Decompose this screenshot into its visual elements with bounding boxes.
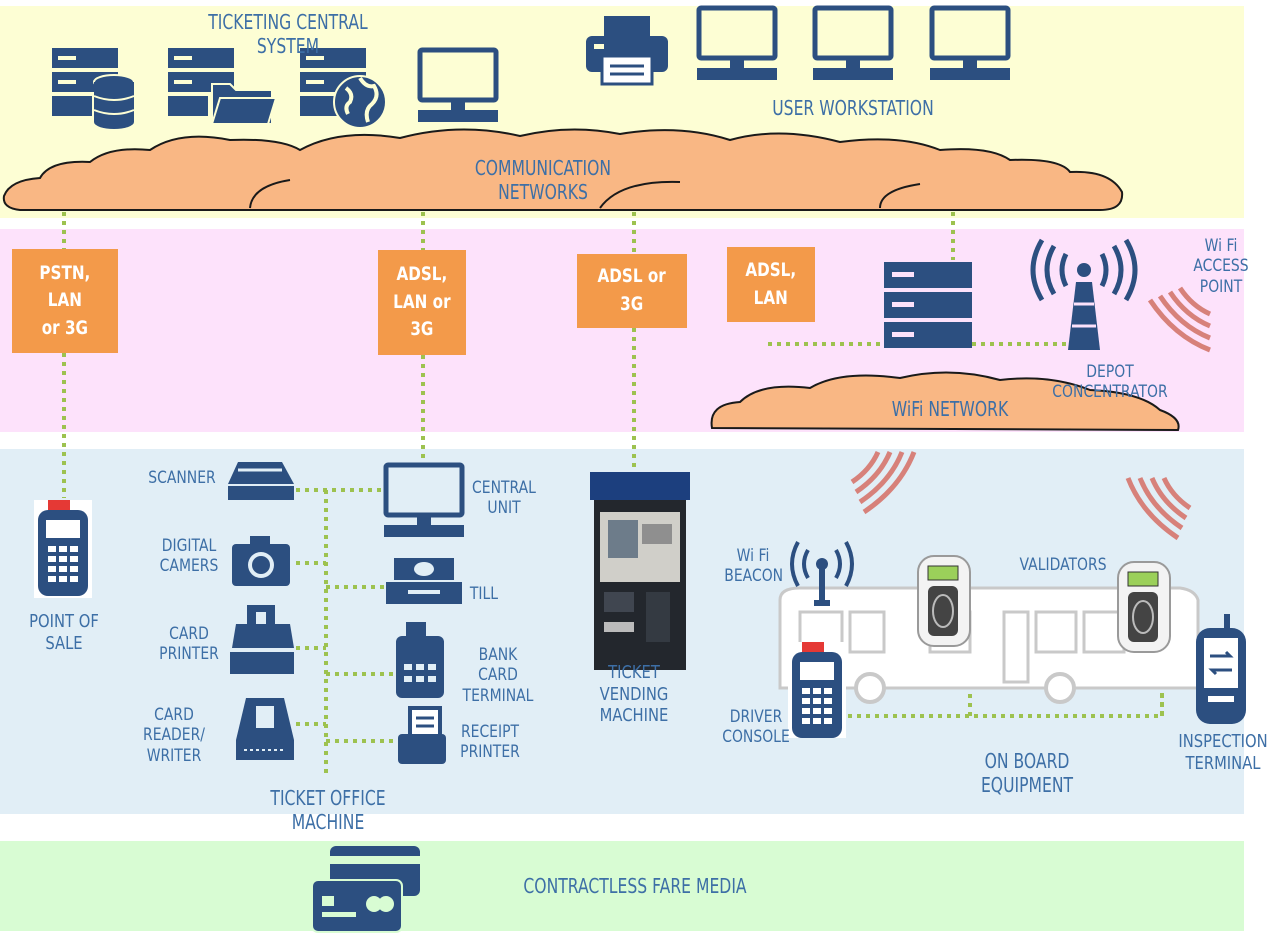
ticket-vending-machine-image — [590, 472, 690, 670]
link-box-adsl-lan: ADSL, LAN — [727, 247, 815, 322]
point-of-sale-icon — [34, 500, 92, 598]
card-reader-label: CARD READER/ WRITER — [143, 705, 205, 766]
point-of-sale-label: POINT OF SALE — [29, 611, 99, 654]
inspection-terminal-icon — [1196, 614, 1246, 724]
card-printer-icon — [230, 603, 294, 674]
validator-icon — [1117, 561, 1171, 653]
validator-signal-waves — [852, 452, 914, 512]
driver-console-icon — [788, 642, 846, 738]
inspection-terminal-label: INSPECTION TERMINAL — [1178, 731, 1268, 774]
ticket-office-title: TICKET OFFICE MACHINE — [270, 786, 386, 834]
depot-concentrator-server-icon — [884, 262, 972, 348]
wifi-beacon-icon — [790, 541, 854, 606]
scanner-icon — [228, 462, 294, 500]
workstation-monitor-icon — [930, 8, 1010, 80]
central-unit-icon — [384, 465, 464, 537]
bus-outline — [778, 586, 1200, 704]
digital-camera-label: DIGITAL CAMERS — [159, 536, 219, 577]
camera-icon — [232, 536, 290, 586]
inspection-signal-waves — [1128, 478, 1190, 538]
link-box-adsl-lan-3g: ADSL, LAN or 3G — [378, 250, 466, 355]
wifi-signal-waves — [1150, 288, 1210, 350]
driver-console-label: DRIVER CONSOLE — [722, 707, 790, 748]
depot-concentrator-label: DEPOT CONCENTRATOR — [1052, 362, 1168, 403]
communication-networks-cloud — [2, 128, 1124, 211]
monitor-icon — [418, 50, 498, 122]
link-box-adsl-3g: ADSL or 3G — [577, 254, 687, 328]
validator-icon — [917, 555, 971, 647]
fare-media-label: CONTRACTLESS FARE MEDIA — [523, 874, 747, 898]
central-system-title: TICKETING CENTRAL SYSTEM — [208, 10, 368, 58]
communication-networks-label: COMMUNICATION NETWORKS — [474, 156, 612, 204]
bank-card-terminal-label: BANK CARD TERMINAL — [462, 645, 534, 706]
printer-icon — [586, 16, 668, 86]
ticket-vending-machine-label: TICKET VENDING MACHINE — [599, 662, 669, 727]
till-icon — [386, 558, 462, 604]
wifi-access-point-label: Wi Fi ACCESS POINT — [1193, 236, 1249, 297]
link-box-pstn: PSTN, LAN or 3G — [12, 249, 118, 353]
fare-media-band — [0, 841, 1244, 931]
central-unit-label: CENTRAL UNIT — [472, 478, 536, 519]
till-label: TILL — [469, 584, 499, 604]
user-workstation-label: USER WORKSTATION — [772, 96, 934, 120]
scanner-label: SCANNER — [148, 468, 216, 488]
web-server-icon — [300, 48, 387, 129]
wifi-network-cloud — [710, 371, 1180, 432]
database-server-icon — [52, 48, 135, 129]
file-server-icon — [168, 48, 278, 125]
workstation-monitor-icon — [697, 8, 777, 80]
contactless-card-icon — [311, 846, 420, 933]
onboard-equipment-title: ON BOARD EQUIPMENT — [980, 749, 1074, 797]
receipt-printer-icon — [398, 706, 446, 764]
validators-label: VALIDATORS — [1019, 555, 1107, 575]
wifi-access-point-icon — [1030, 238, 1138, 350]
bank-card-terminal-icon — [396, 622, 444, 698]
wifi-beacon-label: Wi Fi BEACON — [724, 546, 784, 587]
card-printer-label: CARD PRINTER — [159, 624, 219, 665]
wifi-network-label: WiFi NETWORK — [891, 397, 1009, 421]
receipt-printer-label: RECEIPT PRINTER — [460, 722, 520, 763]
workstation-monitor-icon — [813, 8, 893, 80]
card-reader-icon — [236, 698, 294, 760]
